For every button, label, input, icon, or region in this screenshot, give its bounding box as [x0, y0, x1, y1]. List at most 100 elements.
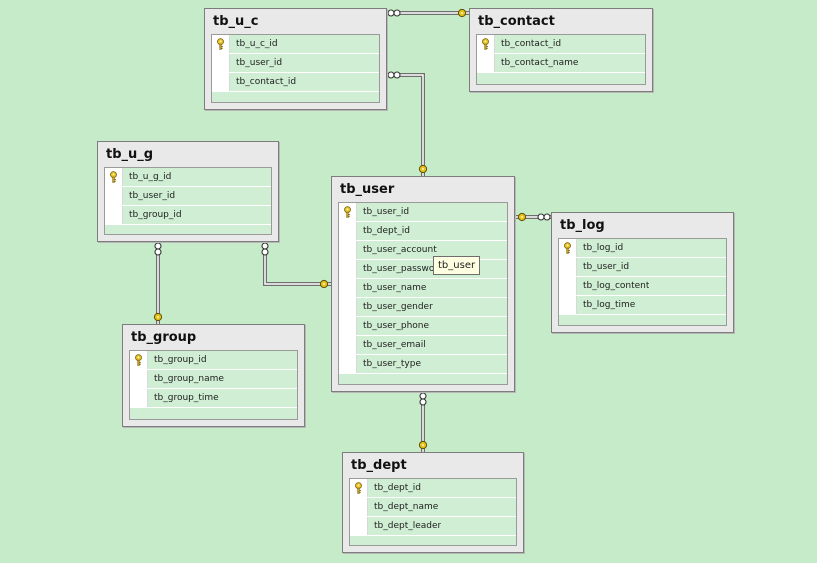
column-row[interactable]: tb_contact_id: [212, 73, 379, 92]
column-name: tb_user_password: [363, 264, 444, 274]
link-tb_log-tb_user[interactable]: [515, 212, 551, 222]
column-name: tb_dept_leader: [374, 521, 442, 531]
column-row[interactable]: tb_group_name: [130, 370, 297, 389]
many-end-icon: [261, 242, 269, 256]
table-title: tb_contact: [478, 14, 555, 29]
column-row[interactable]: tb_user_id: [105, 187, 271, 206]
row-selector: [339, 203, 357, 221]
column-name: tb_user_name: [363, 283, 427, 293]
row-selector: [350, 498, 368, 516]
link-tb_u_g-tb_user[interactable]: [261, 242, 331, 289]
column-row[interactable]: tb_log_time: [559, 296, 726, 315]
primary-key-icon: [343, 206, 352, 218]
row-selector: [477, 35, 495, 53]
many-end-icon: [419, 392, 427, 406]
link-tb_user-tb_dept[interactable]: [418, 392, 428, 452]
table-title: tb_log: [560, 218, 605, 233]
column-row[interactable]: tb_user_email: [339, 336, 507, 355]
column-row[interactable]: tb_user_gender: [339, 298, 507, 317]
column-row[interactable]: tb_user_id: [212, 54, 379, 73]
column-name: tb_group_id: [154, 355, 207, 365]
many-end-icon: [387, 71, 401, 79]
column-row[interactable]: tb_dept_id: [350, 479, 516, 498]
link-tb_u_c-tb_contact[interactable]: [387, 8, 469, 18]
column-row[interactable]: tb_user_name: [339, 279, 507, 298]
row-selector: [130, 389, 148, 407]
column-name: tb_contact_name: [501, 58, 579, 68]
column-row[interactable]: tb_user_id: [339, 203, 507, 222]
many-end-icon: [154, 242, 162, 256]
row-selector: [350, 479, 368, 497]
row-selector: [212, 73, 230, 91]
row-selector: [339, 279, 357, 297]
column-row[interactable]: tb_log_id: [559, 239, 726, 258]
table-tb_log[interactable]: tb_log tb_log_id tb_user_id tb_log_content…: [551, 212, 734, 333]
row-selector: [212, 54, 230, 72]
row-selector: [559, 239, 577, 257]
column-row[interactable]: tb_user_account: [339, 241, 507, 260]
column-row[interactable]: tb_contact_name: [477, 54, 645, 73]
table-tb_group[interactable]: tb_group tb_group_id tb_group_name tb_grou…: [122, 324, 305, 427]
row-selector: [339, 336, 357, 354]
column-row[interactable]: tb_group_time: [130, 389, 297, 408]
column-name: tb_contact_id: [501, 39, 562, 49]
column-list: tb_user_id tb_dept_id tb_user_account tb_us…: [338, 202, 508, 385]
one-end-key-icon: [517, 212, 527, 222]
column-row[interactable]: tb_dept_name: [350, 498, 516, 517]
link-tb_u_g-tb_group[interactable]: [153, 242, 163, 324]
column-row[interactable]: tb_user_type: [339, 355, 507, 374]
table-title: tb_user: [340, 182, 395, 197]
row-selector: [559, 258, 577, 276]
column-row[interactable]: tb_u_g_id: [105, 168, 271, 187]
column-row[interactable]: tb_user_id: [559, 258, 726, 277]
row-selector: [559, 296, 577, 314]
column-row[interactable]: tb_dept_id: [339, 222, 507, 241]
column-row[interactable]: tb_group_id: [105, 206, 271, 225]
table-title: tb_group: [131, 330, 197, 345]
column-row[interactable]: tb_user_phone: [339, 317, 507, 336]
column-name: tb_user_id: [236, 58, 283, 68]
primary-key-icon: [563, 242, 572, 254]
primary-key-icon: [481, 38, 490, 50]
one-end-key-icon: [153, 312, 163, 322]
row-selector: [339, 222, 357, 240]
column-row[interactable]: tb_user_password: [339, 260, 507, 279]
many-end-icon: [387, 9, 401, 17]
one-end-key-icon: [418, 440, 428, 450]
link-tb_u_c-tb_user[interactable]: [387, 71, 428, 176]
primary-key-icon: [216, 38, 225, 50]
column-row[interactable]: tb_log_content: [559, 277, 726, 296]
table-tb_contact[interactable]: tb_contact tb_contact_id tb_contact_name: [469, 8, 653, 92]
row-selector: [130, 370, 148, 388]
table-title: tb_dept: [351, 458, 407, 473]
row-selector: [105, 206, 123, 224]
column-name: tb_user_id: [363, 207, 410, 217]
column-name: tb_user_account: [363, 245, 437, 255]
column-row[interactable]: tb_contact_id: [477, 35, 645, 54]
column-name: tb_user_id: [583, 262, 630, 272]
column-name: tb_group_time: [154, 393, 219, 403]
column-row[interactable]: tb_u_c_id: [212, 35, 379, 54]
one-end-key-icon: [457, 8, 467, 18]
row-selector: [130, 351, 148, 369]
row-selector: [477, 54, 495, 72]
row-selector: [105, 187, 123, 205]
column-name: tb_user_phone: [363, 321, 430, 331]
column-name: tb_log_time: [583, 300, 636, 310]
column-row[interactable]: tb_dept_leader: [350, 517, 516, 536]
column-row[interactable]: tb_group_id: [130, 351, 297, 370]
column-name: tb_user_gender: [363, 302, 433, 312]
column-name: tb_user_email: [363, 340, 426, 350]
column-name: tb_user_type: [363, 359, 421, 369]
row-selector: [339, 241, 357, 259]
column-name: tb_log_id: [583, 243, 624, 253]
column-list: tb_u_c_id tb_user_id tb_contact_id: [211, 34, 380, 103]
table-tb_user[interactable]: tb_user tb_user_id tb_dept_id tb_user_acco…: [331, 176, 515, 392]
column-name: tb_u_c_id: [236, 39, 278, 49]
column-list: tb_contact_id tb_contact_name: [476, 34, 646, 85]
